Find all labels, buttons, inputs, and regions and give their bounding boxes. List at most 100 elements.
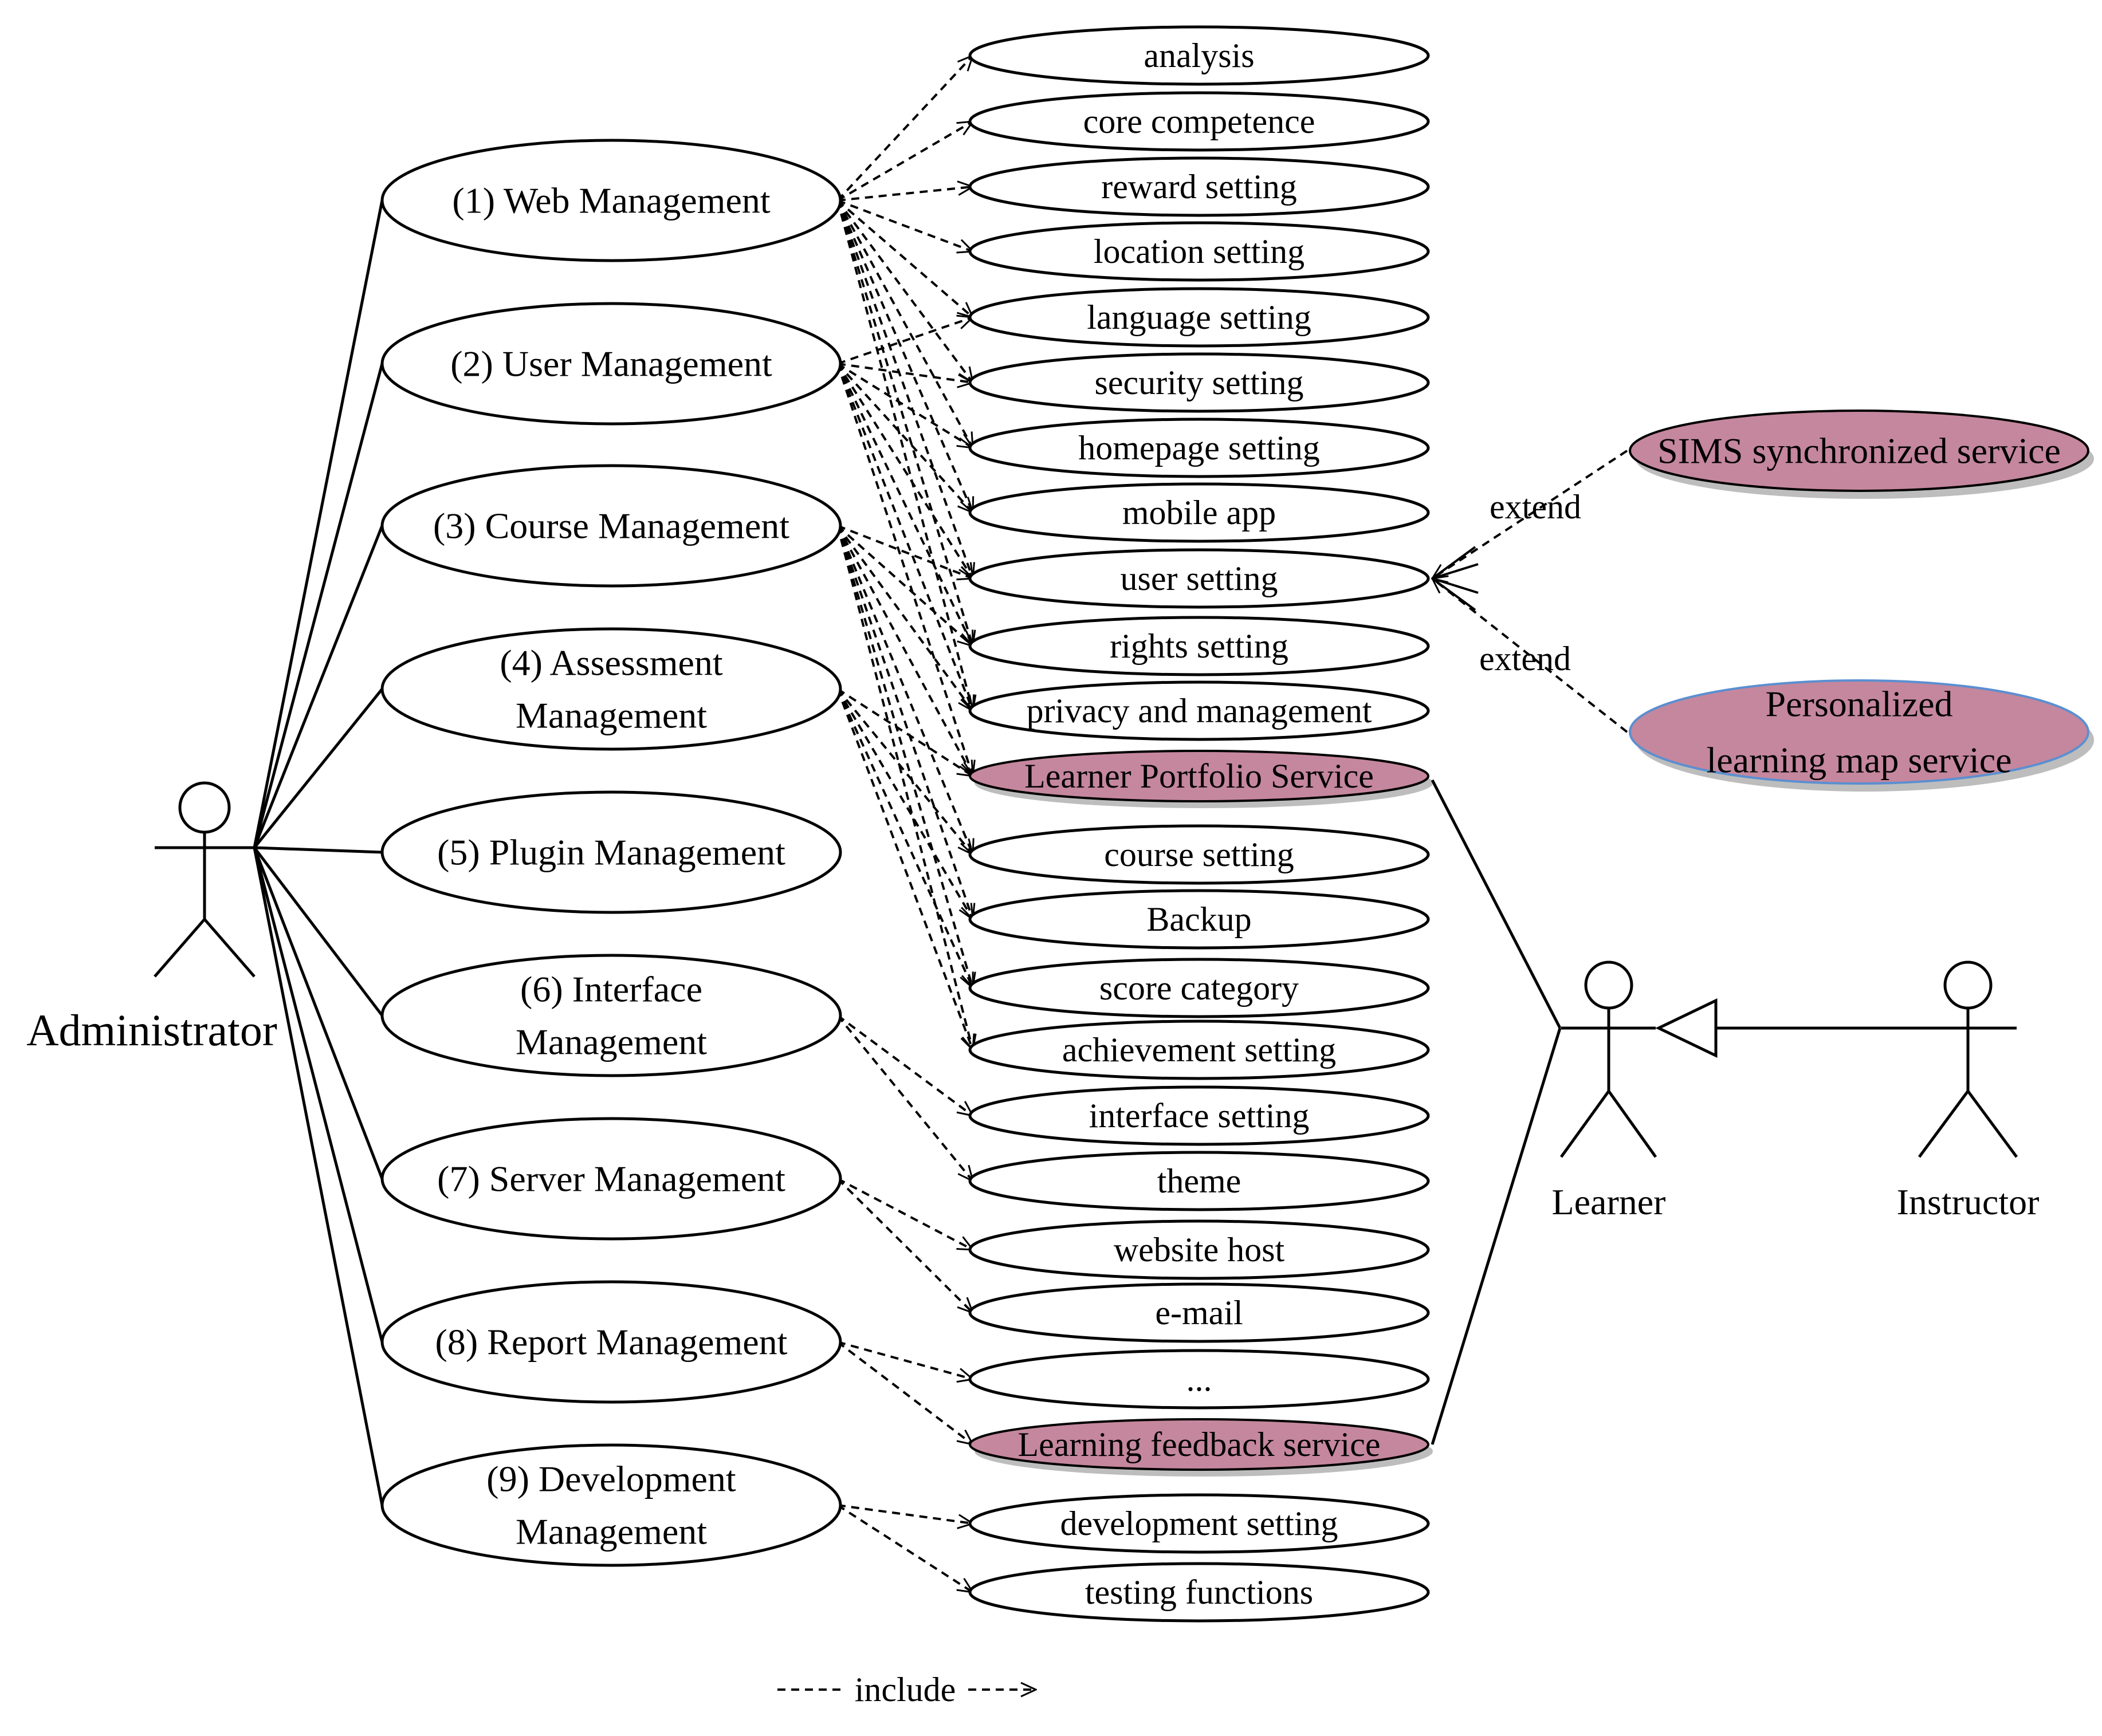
association-lines (253, 200, 384, 1506)
include-arrow (836, 525, 973, 988)
management-label: (3) Course Management (433, 506, 789, 546)
extension-label: Personalized (1766, 684, 1953, 725)
extension-personalized-learning-map-service[interactable]: Personalized learning map service (1629, 679, 2094, 792)
use-case-shape (968, 156, 1430, 217)
administrator-actor[interactable]: Administrator (26, 781, 277, 1055)
use-case-core-competence[interactable]: core competence (968, 91, 1430, 152)
use-case-shape (969, 750, 1429, 802)
include-arrow (836, 200, 973, 711)
use-case-score-category[interactable]: score category (968, 958, 1430, 1018)
use-case-e-mail[interactable]: e-mail (968, 1282, 1430, 1343)
extension-label: learning map service (1706, 740, 2011, 781)
use-case-privacy-and-management[interactable]: privacy and management (968, 680, 1430, 741)
include-arrow (836, 200, 973, 646)
management-shape (380, 464, 842, 588)
include-arrow (837, 1341, 973, 1379)
use-case-security-setting[interactable]: security setting (968, 352, 1430, 413)
use-case-language-setting[interactable]: language setting (968, 287, 1430, 348)
management-2-user-management[interactable]: (2) User Management (380, 302, 842, 426)
management-label: (1) Web Management (452, 180, 770, 221)
use-case-shape (968, 958, 1430, 1018)
include-arrow (836, 121, 973, 202)
management-shape (380, 302, 842, 426)
legend-label: include (855, 1671, 956, 1709)
detail-use-cases: analysis core competence reward setting loc… (968, 25, 1433, 1623)
include-arrow (837, 187, 973, 202)
include-arrow (836, 525, 973, 855)
use-case-testing-functions[interactable]: testing functions (968, 1562, 1430, 1623)
admin-association (253, 847, 384, 1506)
use-case-shape (968, 352, 1430, 413)
use-case-reward-setting[interactable]: reward setting (968, 156, 1430, 217)
use-case-learner-portfolio-service[interactable]: Learner Portfolio Service (969, 750, 1433, 808)
use-case-label: user setting (1121, 560, 1278, 597)
use-case-backup[interactable]: Backup (968, 889, 1430, 950)
use-case-shape (968, 91, 1430, 152)
management-8-report-management[interactable]: (8) Report Management (380, 1280, 842, 1404)
use-case-analysis[interactable]: analysis (968, 25, 1430, 86)
include-arrow (836, 199, 973, 317)
learner-actor[interactable]: Learner (1552, 960, 1666, 1222)
include-arrow (836, 363, 973, 513)
management-3-course-management[interactable]: (3) Course Management (380, 464, 842, 588)
management-shape (380, 1117, 842, 1241)
management-shape (380, 954, 842, 1077)
management-shape (380, 139, 842, 262)
instructor-label: Instructor (1897, 1182, 2040, 1222)
include-arrow (836, 1341, 973, 1444)
use-case-user-setting[interactable]: user setting (968, 548, 1430, 609)
admin-association (253, 847, 383, 1017)
use-case-development-setting[interactable]: development setting (968, 1493, 1430, 1554)
management-label: (4) Assessment (500, 643, 723, 683)
management-label: (6) Interface (520, 969, 702, 1010)
use-case-label: privacy and management (1026, 692, 1372, 730)
use-case-shape (968, 889, 1430, 950)
extension-sims-synchronized-service[interactable]: SIMS synchronized service (1629, 410, 2094, 499)
management-use-cases: (1) Web Management (2) User Management (3)… (380, 139, 842, 1567)
use-case-theme[interactable]: theme (968, 1151, 1430, 1211)
use-case-interface-setting[interactable]: interface setting (968, 1085, 1430, 1146)
use-case-achievement-setting[interactable]: achievement setting (968, 1019, 1430, 1080)
include-arrow (836, 525, 973, 711)
include-arrow (836, 1178, 973, 1313)
include-arrow (836, 525, 974, 776)
use-case-label: location setting (1094, 233, 1305, 270)
generalization-arrow (1655, 998, 1919, 1058)
use-case-location-setting[interactable]: location setting (968, 221, 1430, 282)
include-arrow (836, 363, 973, 776)
management-5-plugin-management[interactable]: (5) Plugin Management (380, 790, 842, 914)
include-arrow (836, 200, 973, 578)
use-case-course-setting[interactable]: course setting (968, 824, 1430, 885)
instructor-actor[interactable]: Instructor (1897, 960, 2040, 1222)
admin-association (253, 847, 384, 1343)
management-1-web-management[interactable]: (1) Web Management (380, 139, 842, 262)
management-7-server-management[interactable]: (7) Server Management (380, 1117, 842, 1241)
use-case-learning-feedback-service[interactable]: Learning feedback service (969, 1418, 1433, 1477)
use-case-label: core competence (1083, 103, 1315, 140)
use-case-label: reward setting (1101, 168, 1297, 206)
use-case-label: achievement setting (1062, 1031, 1336, 1069)
management-label: Management (516, 1511, 707, 1552)
use-case-shape (968, 221, 1430, 282)
use-case-mobile-app[interactable]: mobile app (968, 482, 1430, 543)
use-case-label: analysis (1144, 37, 1254, 74)
include-arrow (836, 525, 973, 646)
use-case-shape (968, 616, 1430, 676)
use-case-label: e-mail (1155, 1294, 1243, 1332)
management-shape (380, 790, 842, 914)
use-case-label: Backup (1146, 900, 1251, 938)
use-case-shape (968, 1349, 1430, 1410)
use-case-shape (968, 1562, 1430, 1623)
use-case-ellipsis[interactable]: ... (968, 1349, 1430, 1410)
include-arrow (836, 199, 973, 383)
use-case-homepage-setting[interactable]: homepage setting (968, 418, 1430, 478)
use-case-website-host[interactable]: website host (968, 1219, 1430, 1280)
management-label: Management (516, 1022, 707, 1062)
include-arrow (837, 1504, 973, 1524)
use-case-rights-setting[interactable]: rights setting (968, 616, 1430, 676)
include-arrow (836, 363, 973, 578)
